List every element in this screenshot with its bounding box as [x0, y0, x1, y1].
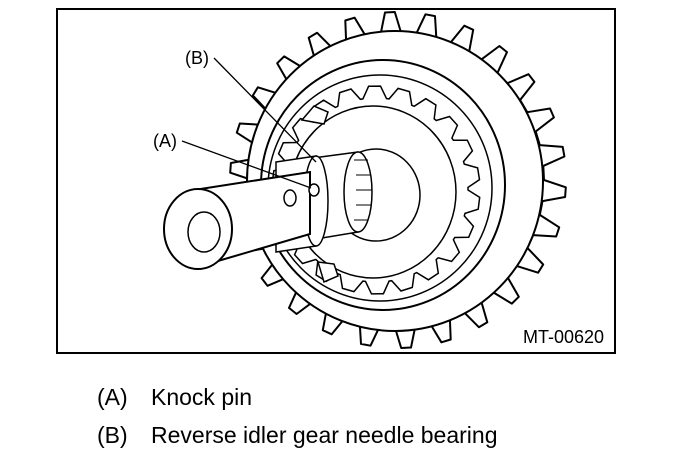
shaft-oil-hole: [283, 189, 297, 207]
figure-frame: (B) (A) MT-00620: [56, 8, 616, 354]
legend-key-b: (B): [97, 422, 128, 448]
knock-pin: [308, 183, 320, 197]
gear-illustration: [163, 11, 567, 349]
figure-code: MT-00620: [522, 327, 604, 347]
leader-line-b: [213, 57, 317, 163]
legend-key-a: (A): [97, 384, 128, 410]
spline-lines: [354, 159, 372, 221]
legend-item-a: (A) Knock pin: [97, 383, 252, 411]
legend-text-a: Knock pin: [151, 384, 253, 410]
legend-item-b: (B) Reverse idler gear needle bearing: [97, 421, 498, 449]
callout-b-label: (B): [185, 48, 209, 68]
legend-text-b: Reverse idler gear needle bearing: [151, 422, 498, 448]
callout-a-label: (A): [153, 131, 177, 151]
spline-collar-end: [343, 151, 373, 233]
leader-line-a: [181, 140, 312, 189]
shaft-end-bore: [187, 211, 221, 253]
retainer-clip-bottom: [316, 261, 339, 284]
retainer-clip-top: [300, 105, 329, 125]
